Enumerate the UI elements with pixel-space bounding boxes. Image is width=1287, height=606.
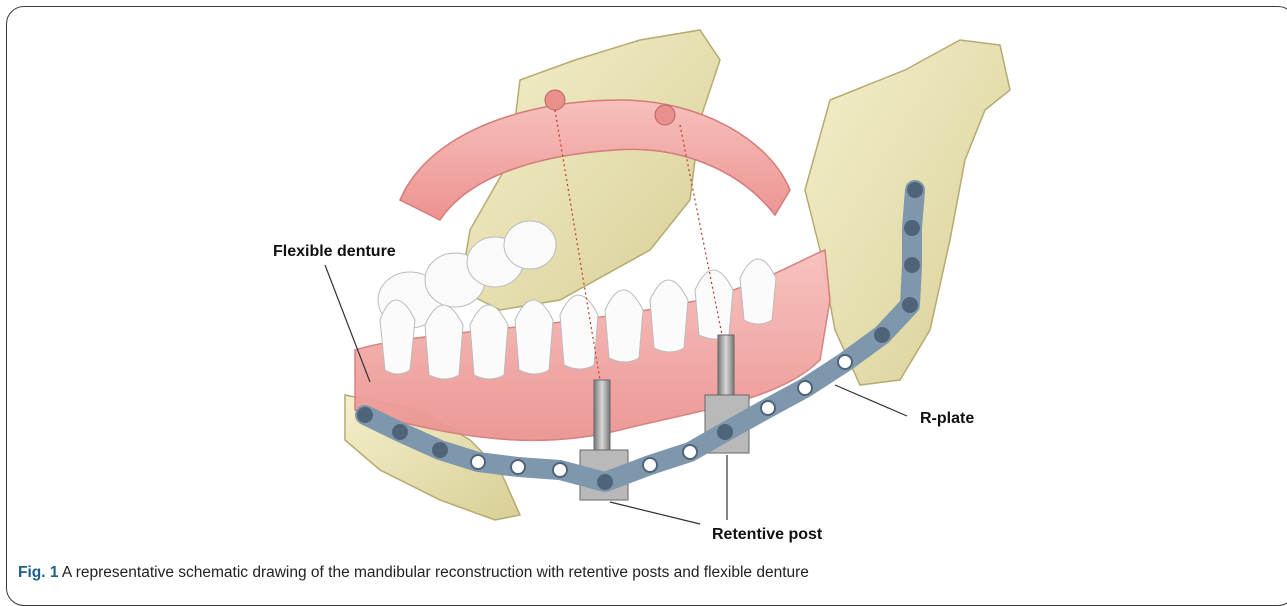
denture-hole-2 xyxy=(655,105,675,125)
label-flexible-denture: Flexible denture xyxy=(273,243,396,261)
figure-number: Fig. 1 xyxy=(18,564,58,581)
figure-caption: Fig. 1 A representative schematic drawin… xyxy=(18,564,809,582)
denture-hole-1 xyxy=(545,90,565,110)
caption-text: A representative schematic drawing of th… xyxy=(58,564,808,581)
label-r-plate: R-plate xyxy=(920,410,974,428)
leader-flexible-denture xyxy=(325,265,370,382)
mandible-illustration xyxy=(0,0,1287,590)
leader-retentive-post-1 xyxy=(610,502,700,524)
label-retentive-post: Retentive post xyxy=(712,526,822,544)
leader-r-plate xyxy=(835,385,907,416)
